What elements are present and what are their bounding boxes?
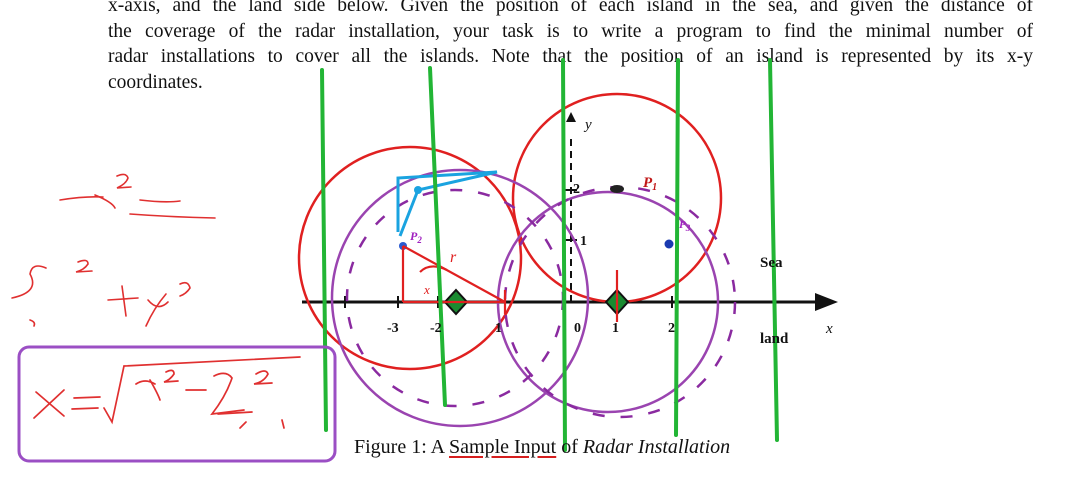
y-tick-label-1: 1 — [580, 234, 587, 249]
x-tick-label-neg3: -3 — [387, 321, 399, 336]
blue-annotation — [396, 170, 498, 237]
handwritten-formula — [33, 356, 301, 429]
land-label: land — [760, 331, 789, 347]
origin-label: 0 — [574, 321, 581, 336]
red-triangle-annotation — [401, 245, 619, 322]
island-p3-label: P3 — [679, 219, 691, 233]
caption-prefix: Figure 1: A — [354, 436, 450, 458]
y-axis-label: y — [583, 117, 592, 133]
caption-middle: of — [556, 436, 583, 458]
x-axis-label: x — [825, 321, 833, 337]
island-p2-label: P2 — [410, 229, 422, 245]
x-tick-label-2: 2 — [668, 321, 675, 336]
handwritten-y-squared-plus-x-squared — [11, 259, 191, 327]
y-axis-arrow — [566, 112, 576, 122]
paragraph-line-4: coordinates. — [108, 71, 203, 93]
caption-italic-title: Radar Installation — [582, 436, 731, 458]
handwritten-r-squared — [59, 173, 216, 219]
paragraph-line-2: the coverage of the radar installation, … — [108, 20, 1033, 42]
sea-label: Sea — [760, 255, 783, 271]
green-scan-lines — [320, 58, 779, 452]
y-tick-label-2: 2 — [573, 182, 580, 197]
island-p1 — [610, 185, 624, 193]
problem-paragraph: x-axis, and the land side below. Given t… — [108, 0, 1033, 95]
island-p1-label: P1 — [643, 175, 657, 193]
formula-box — [17, 345, 337, 463]
figure-caption: Figure 1: A Sample Input of Radar Instal… — [354, 436, 730, 459]
island-p3 — [664, 239, 674, 249]
r-annotation: r — [450, 249, 457, 266]
x-axis-arrow — [815, 293, 838, 311]
x-tick-label-neg1: 1 — [495, 321, 502, 336]
caption-underlined: Sample Input — [449, 436, 557, 458]
purple-circle-left — [330, 168, 590, 428]
radar-circle-left — [297, 145, 523, 371]
x-tick-label-neg2: -2 — [430, 321, 442, 336]
paragraph-line-3: radar installations to cover all the isl… — [108, 46, 1033, 67]
x-tick-label-1: 1 — [612, 321, 619, 336]
x-annotation: x — [423, 282, 430, 297]
paragraph-line-1: x-axis, and the land side below. Given t… — [108, 0, 1033, 16]
